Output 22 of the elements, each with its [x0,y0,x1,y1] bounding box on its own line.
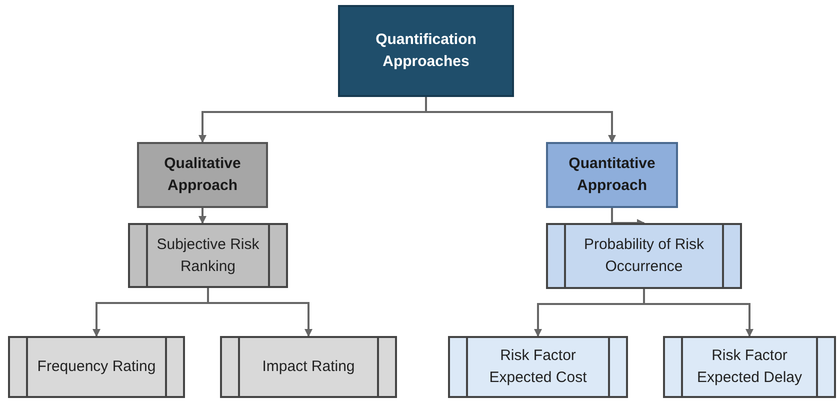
process-box [338,5,514,97]
connector-arrow [425,97,616,143]
predefined-process-box [220,336,397,398]
connector-arrow [643,289,754,337]
connector-arrow [207,288,312,337]
process-box [546,142,678,208]
connector-arrow [198,208,206,224]
predefined-process-box [448,336,628,398]
predefined-process-box [128,223,288,288]
box-label: Qualitative Approach [163,154,242,196]
box-label: Subjective Risk Ranking [156,234,260,276]
box-label: Quantitative Approach [568,154,656,196]
predefined-process-box [663,336,836,398]
box-label: Probability of Risk Occurrence [582,235,706,277]
box-label: Frequency Rating [36,357,157,378]
box-label: Impact Rating [261,357,356,378]
process-box [137,142,268,208]
box-label: Risk Factor Expected Cost [488,346,588,388]
box-label: Risk Factor Expected Delay [696,346,804,388]
predefined-process-box [546,223,742,289]
box-label: Quantification Approaches [374,30,478,72]
predefined-process-box [8,336,185,398]
